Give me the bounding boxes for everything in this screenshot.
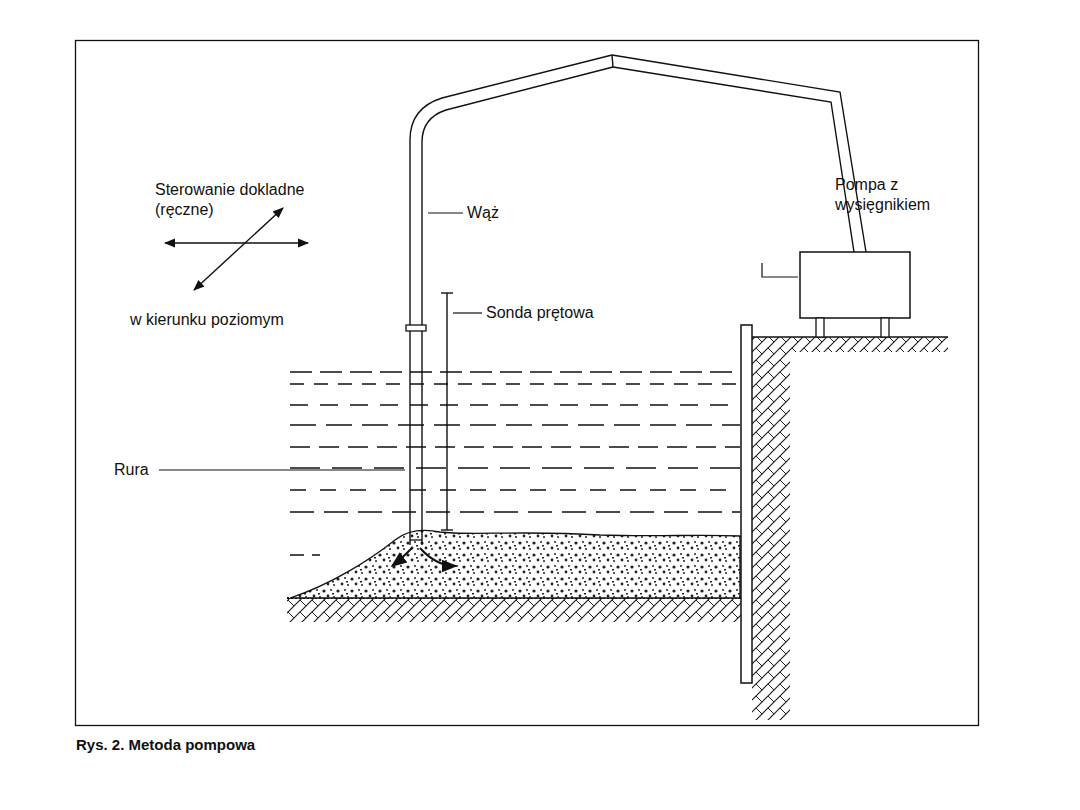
- part-name: Pompa z wysięgnikiem: [835, 175, 945, 215]
- flow-arrow: [420, 548, 456, 566]
- boom-top: [612, 55, 866, 252]
- water: [290, 372, 740, 555]
- part-name: Wąż: [467, 203, 499, 223]
- control-note: w kierunku poziomym: [130, 310, 284, 330]
- control-note: Sterowanie dokladne (ręczne): [155, 180, 330, 220]
- boom-bottom: [613, 67, 854, 252]
- leader-line: [453, 312, 482, 313]
- pump: [800, 252, 910, 318]
- flow-arrow: [392, 548, 412, 566]
- pump-leg: [816, 318, 824, 337]
- direction-arrow: [165, 242, 308, 243]
- bank-line: [752, 336, 948, 338]
- part-name: Rura: [114, 460, 149, 480]
- pipe-right: [422, 67, 613, 545]
- leader-line: [159, 469, 405, 470]
- concrete-ground: [290, 530, 740, 598]
- pipe-left: [410, 55, 612, 545]
- clamp: [406, 325, 426, 331]
- rod-probe: [446, 293, 447, 530]
- pump-leg: [881, 318, 889, 337]
- direction-arrow: [194, 208, 283, 290]
- concrete: [290, 530, 740, 598]
- leader-line: [762, 263, 798, 277]
- figure-caption: Rys. 2. Metoda pompowa: [76, 736, 255, 753]
- pipe-end: [410, 539, 422, 540]
- bank-hatch: [752, 337, 948, 720]
- leader-line: [428, 212, 463, 213]
- ground-hatch: [287, 598, 742, 622]
- part-name: Sonda prętowa: [486, 303, 594, 323]
- sheet-pile: [741, 325, 752, 683]
- frame: [76, 41, 979, 726]
